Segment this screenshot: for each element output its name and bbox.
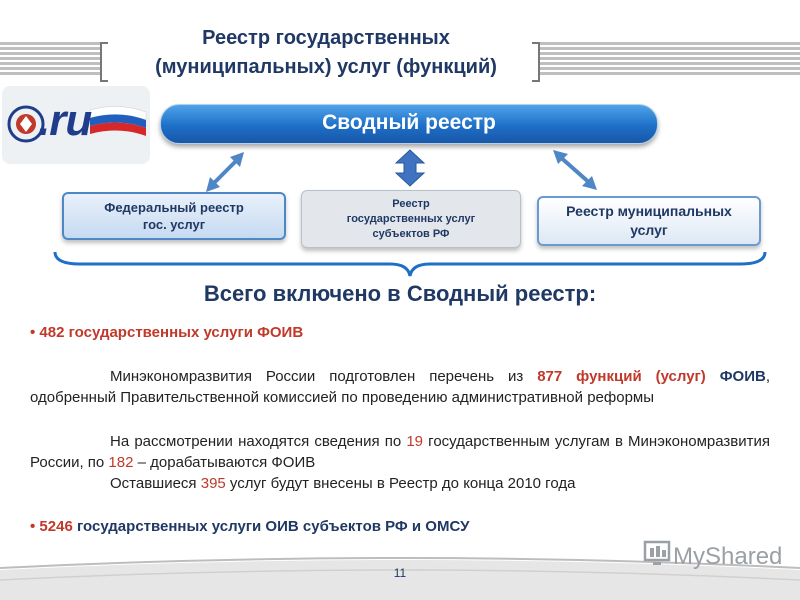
para1-foiv: ФОИВ [719,368,766,385]
watermark-logo-icon [643,540,671,565]
bullet-foiv: • 482 государственных услуги ФОИВ [30,324,304,341]
grouping-brace [53,251,767,277]
para1-highlight: 877 функций (услуг) [537,368,706,385]
subjects-count: 5246 [39,518,73,535]
watermark: MyShared [643,540,782,571]
logo-ru-text: .ru [38,96,92,145]
municipal-registry-line2: услуг [630,222,668,238]
foiv-count: 482 [39,324,65,341]
title-line-2: (муниципальных) услуг (функций) [155,56,497,78]
footer-swoosh [0,557,800,600]
bullet-subjects: • 5246 государственных услуги ОИВ субъек… [30,518,470,535]
federal-registry-line2: гос. услуг [142,217,206,232]
arrow-left-icon [206,152,244,192]
subjects-registry-line2: государственных услуг [346,212,476,225]
municipal-registry-line1: Реестр муниципальных [566,203,732,219]
title-bracket-right [532,42,540,82]
para2-text-c: – дорабатываются ФОИВ [133,454,316,471]
paragraph-remaining: Оставшиеся 395 услуг будут внесены в Рее… [30,473,770,494]
subjects-text: государственных услуги ОИВ субъектов РФ … [72,518,470,535]
connector-arrows [206,149,597,192]
arrow-center-icon [394,149,426,187]
header-stripes-right [540,42,800,76]
para2-text-b: государственным услугам в Минэкономразви… [30,433,770,471]
emblem-icon [7,105,45,143]
para1-text-a: Минэкономразвития России подготовлен пер… [110,368,538,385]
para2-text-a: На рассмотрении находятся сведения по [110,433,407,450]
municipal-registry-box: Реестр муниципальных услуг [537,196,761,246]
para1-text-b: , одобренный Правительственной комиссией… [30,368,770,406]
paragraph-review: На рассмотрении находятся сведения по 19… [30,431,770,473]
title-bracket-left [100,42,108,82]
page-number: 11 [393,566,407,580]
gosuslugi-logo [2,86,150,164]
federal-registry-line1: Федеральный реестр [104,200,244,215]
title-line-1: Реестр государственных [202,27,450,49]
para3-text-b: услуг будут внесены в Реестр до конца 20… [225,475,576,492]
para3-num: 395 [200,475,226,492]
flag-swoosh-icon [89,106,147,136]
header-stripes-left [0,42,100,76]
subjects-registry-box: Реестр государственных услуг субъектов Р… [301,190,521,248]
subjects-registry-line3: субъектов РФ [372,227,450,240]
slide-title: Реестр государственных (муниципальных) у… [120,24,532,82]
federal-registry-box: Федеральный реестр гос. услуг [62,192,286,240]
arrow-right-icon [553,150,597,190]
summary-registry-pill [160,104,658,144]
paragraph-list: Минэкономразвития России подготовлен пер… [30,366,770,408]
para2-num2: 182 [108,454,134,471]
para3-text-a: Оставшиеся [110,475,201,492]
subjects-registry-line1: Реестр [392,197,430,210]
section-title: Всего включено в Сводный реестр: [203,281,597,306]
watermark-text: MyShared [673,543,783,570]
foiv-text: государственных услуги ФОИВ [64,324,304,341]
summary-registry-label: Сводный реестр [322,111,496,134]
para2-num1: 19 [406,433,424,450]
